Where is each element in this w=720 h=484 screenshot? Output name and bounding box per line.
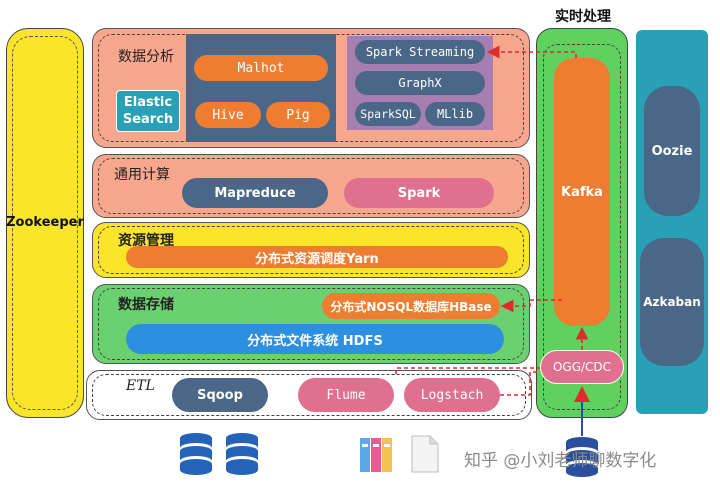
yarn-bar[interactable]: 分布式资源调度Yarn	[126, 246, 508, 268]
spark-streaming-pill[interactable]: Spark Streaming	[355, 40, 485, 64]
resource-label: 资源管理	[118, 233, 174, 249]
database-icon	[566, 437, 598, 477]
malhot-pill[interactable]: Malhot	[194, 55, 328, 81]
graphx-pill[interactable]: GraphX	[355, 71, 485, 95]
database-icon	[226, 433, 258, 475]
realtime-title: 实时处理	[555, 9, 611, 25]
zookeeper-panel-inner	[12, 36, 78, 410]
folders-icon	[360, 438, 392, 472]
compute-layer-inner	[98, 158, 524, 214]
database-icon	[180, 433, 212, 475]
sqoop-pill[interactable]: Sqoop	[172, 378, 268, 412]
flume-pill[interactable]: Flume	[298, 378, 394, 412]
oozie-pill[interactable]: Oozie	[644, 86, 700, 216]
etl-label: ETL	[126, 378, 155, 394]
hdfs-bar[interactable]: 分布式文件系统 HDFS	[126, 324, 504, 354]
compute-label: 通用计算	[114, 167, 170, 183]
azkaban-pill[interactable]: Azkaban	[640, 238, 704, 366]
kafka-bar[interactable]: Kafka	[554, 58, 610, 326]
pig-pill[interactable]: Pig	[266, 102, 330, 128]
elasticsearch-box[interactable]: Elastic Search	[116, 90, 180, 132]
storage-layer-inner	[98, 288, 524, 360]
zookeeper-panel	[6, 28, 84, 418]
hbase-pill[interactable]: 分布式NOSQL数据库HBase	[322, 293, 500, 319]
mllib-pill[interactable]: MLlib	[425, 102, 485, 126]
analysis-label: 数据分析	[118, 49, 174, 65]
sparksql-pill[interactable]: SparkSQL	[355, 102, 421, 126]
storage-label: 数据存储	[118, 297, 174, 313]
watermark: 知乎 @小刘老师聊数字化	[464, 451, 657, 471]
hive-pill[interactable]: Hive	[195, 102, 261, 128]
zookeeper-label: Zookeeper	[6, 215, 84, 230]
mapreduce-pill[interactable]: Mapreduce	[182, 178, 328, 208]
spark-pill[interactable]: Spark	[344, 178, 494, 208]
resource-layer-inner	[98, 226, 524, 274]
document-icon	[411, 435, 439, 473]
ogg-cdc-pill[interactable]: OGG/CDC	[540, 350, 624, 384]
logstash-pill[interactable]: Logstach	[404, 378, 500, 412]
